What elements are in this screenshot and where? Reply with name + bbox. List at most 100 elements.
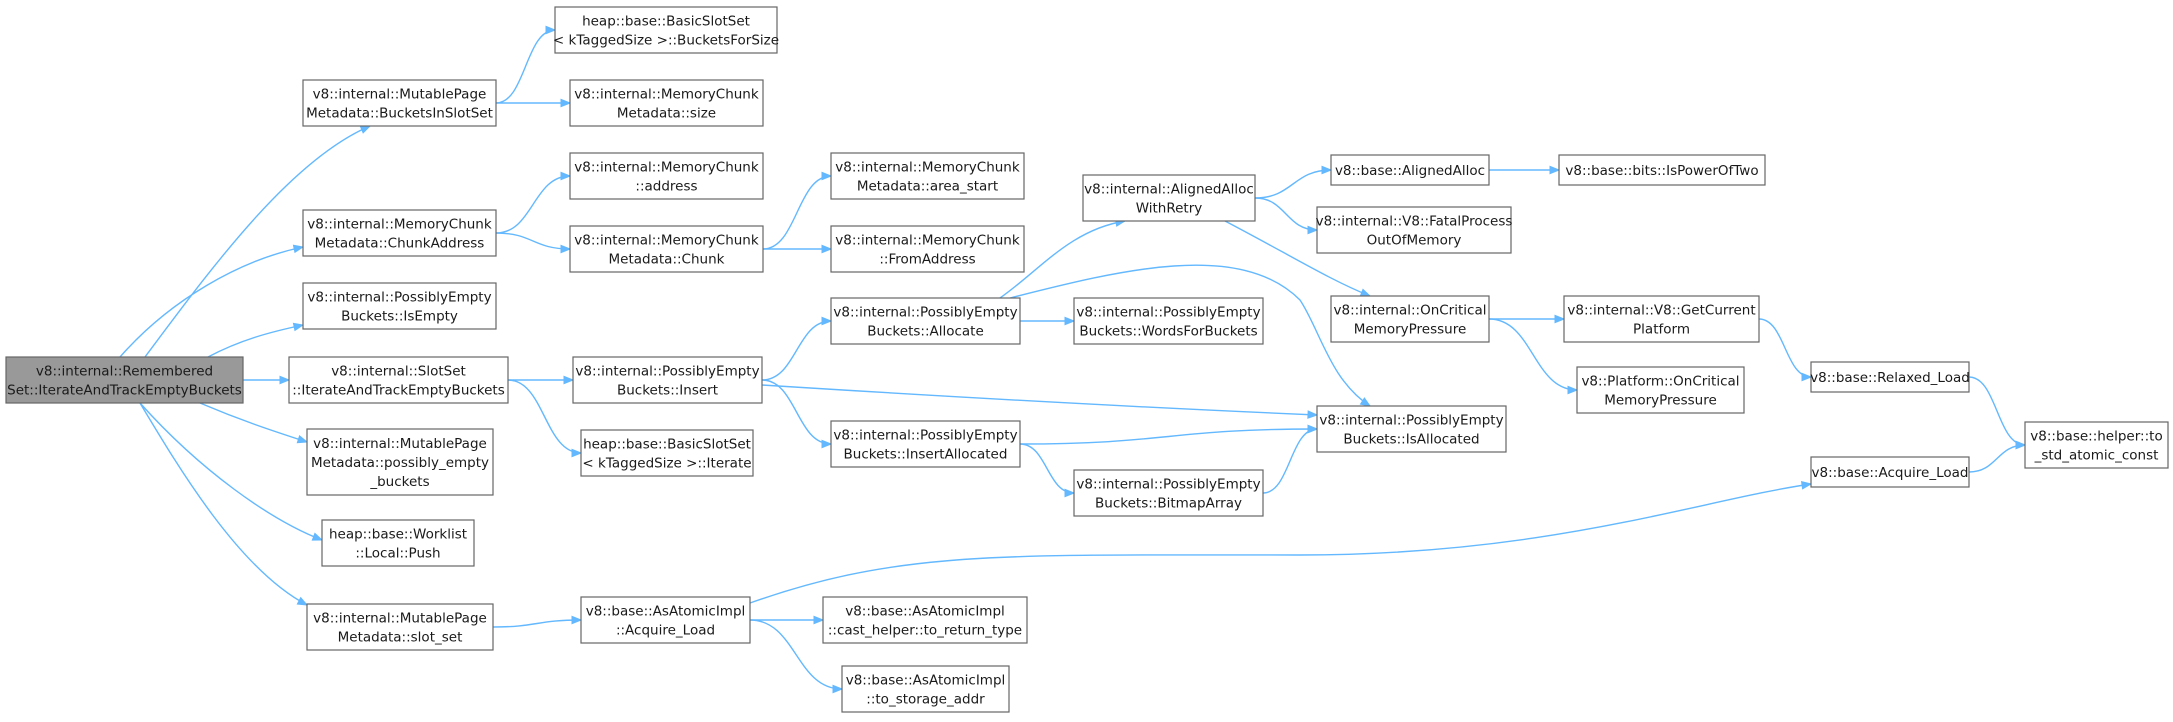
node-aai_to_storage[interactable]: v8::base::AsAtomicImpl::to_storage_addr bbox=[841, 665, 1010, 713]
arrowhead-icon bbox=[1321, 165, 1333, 175]
node-box bbox=[2024, 421, 2169, 469]
arrowhead-icon bbox=[813, 615, 825, 625]
arrowhead-icon bbox=[1307, 410, 1319, 419]
edge-line bbox=[495, 175, 571, 234]
edge-line bbox=[207, 324, 304, 358]
node-peb_insertallocated[interactable]: v8::internal::PossiblyEmptyBuckets::Inse… bbox=[830, 420, 1021, 468]
node-bss_iterate[interactable]: heap::base::BasicSlotSet< kTaggedSize >:… bbox=[580, 429, 754, 477]
node-peb_allocate[interactable]: v8::internal::PossiblyEmptyBuckets::Allo… bbox=[830, 297, 1021, 345]
node-label-line: v8::base::AsAtomicImpl bbox=[846, 673, 1006, 689]
node-box bbox=[302, 282, 497, 330]
edge-peb_insert-to-peb_isallocated bbox=[761, 384, 1319, 419]
node-label-line: heap::base::BasicSlotSet bbox=[583, 437, 751, 453]
node-peb_isempty[interactable]: v8::internal::PossiblyEmptyBuckets::IsEm… bbox=[302, 282, 497, 330]
node-peb_insert[interactable]: v8::internal::PossiblyEmptyBuckets::Inse… bbox=[572, 356, 763, 404]
node-peb_wordsforbuckets[interactable]: v8::internal::PossiblyEmptyBuckets::Word… bbox=[1073, 297, 1264, 345]
node-label-line: v8::base::AlignedAlloc bbox=[1335, 163, 1485, 179]
node-box bbox=[1563, 295, 1760, 343]
node-label-line: v8::internal::OnCritical bbox=[1334, 303, 1487, 319]
node-mp_slot_set[interactable]: v8::internal::MutablePageMetadata::slot_… bbox=[306, 603, 494, 651]
node-worklist_push[interactable]: heap::base::Worklist::Local::Push bbox=[321, 519, 475, 567]
node-box bbox=[822, 596, 1028, 644]
node-mc_address[interactable]: v8::internal::MemoryChunk::address bbox=[569, 152, 764, 200]
node-slotset_iterate[interactable]: v8::internal::SlotSet::IterateAndTrackEm… bbox=[288, 356, 509, 404]
edge-slotset_iterate-to-bss_iterate bbox=[507, 379, 583, 458]
node-label-line: heap::base::BasicSlotSet bbox=[582, 14, 750, 30]
node-peb_isallocated[interactable]: v8::internal::PossiblyEmptyBuckets::IsAl… bbox=[1316, 405, 1507, 453]
arrowhead-icon bbox=[1307, 424, 1319, 434]
node-label-line: v8::internal::PossiblyEmpty bbox=[1076, 477, 1260, 493]
node-label-line: Metadata::ChunkAddress bbox=[315, 236, 485, 252]
arrowhead-icon bbox=[821, 316, 833, 326]
edge-root-to-worklist_push bbox=[139, 402, 324, 541]
arrowhead-icon bbox=[292, 322, 305, 332]
edge-aligned_alloc_retry-to-base_alignedalloc bbox=[1254, 165, 1333, 199]
edge-line bbox=[761, 379, 832, 445]
node-mp_bucketsinslotset[interactable]: v8::internal::MutablePageMetadata::Bucke… bbox=[302, 79, 497, 127]
edge-line bbox=[1254, 169, 1332, 199]
edge-oncritical_mem-to-platform_oncritical bbox=[1488, 318, 1579, 395]
node-relaxed_load[interactable]: v8::base::Relaxed_Load bbox=[1810, 361, 1970, 393]
edge-line bbox=[144, 125, 371, 358]
node-label-line: v8::internal::Remembered bbox=[36, 364, 213, 380]
arrowhead-icon bbox=[1359, 397, 1372, 407]
edge-aligned_alloc_retry-to-v8_fatal bbox=[1254, 197, 1319, 235]
node-box bbox=[569, 225, 764, 273]
edge-acquire_load-to-to_std_atomic_const bbox=[1968, 440, 2027, 473]
edge-aai_acquire_load-to-aai_to_storage bbox=[749, 619, 844, 694]
node-box bbox=[580, 429, 754, 477]
edge-relaxed_load-to-to_std_atomic_const bbox=[1968, 376, 2027, 450]
edges-layer bbox=[119, 25, 2027, 694]
node-label-line: Buckets::BitmapArray bbox=[1095, 496, 1242, 512]
node-box bbox=[569, 79, 764, 127]
node-bss_bucketsforsize[interactable]: heap::base::BasicSlotSet< kTaggedSize >:… bbox=[553, 6, 779, 54]
node-ispoweroftwo[interactable]: v8::base::bits::IsPowerOfTwo bbox=[1558, 154, 1766, 186]
node-box bbox=[1073, 297, 1264, 345]
edge-line bbox=[1968, 444, 2026, 473]
edge-mp_bucketsinslotset-to-bss_bucketsforsize bbox=[495, 25, 557, 104]
node-mc_fromaddress[interactable]: v8::internal::MemoryChunk::FromAddress bbox=[830, 225, 1025, 273]
edge-root-to-slotset_iterate bbox=[242, 375, 291, 385]
node-label-line: Buckets::IsEmpty bbox=[341, 309, 458, 325]
node-to_std_atomic_const[interactable]: v8::base::helper::to_std_atomic_const bbox=[2024, 421, 2169, 469]
edge-line bbox=[1254, 197, 1318, 231]
node-mc_chunkaddress[interactable]: v8::internal::MemoryChunkMetadata::Chunk… bbox=[302, 209, 497, 257]
edge-line bbox=[1968, 376, 2026, 446]
node-mc_area_start[interactable]: v8::internal::MemoryChunkMetadata::area_… bbox=[830, 152, 1025, 200]
edge-line bbox=[999, 220, 1126, 299]
node-label-line: v8::base::bits::IsPowerOfTwo bbox=[1565, 163, 1758, 179]
arrowhead-icon bbox=[311, 532, 324, 541]
node-base_alignedalloc[interactable]: v8::base::AlignedAlloc bbox=[1330, 154, 1490, 186]
edge-line bbox=[1019, 428, 1318, 445]
node-peb_bitmaparray[interactable]: v8::internal::PossiblyEmptyBuckets::Bitm… bbox=[1073, 469, 1264, 517]
node-box bbox=[1558, 154, 1766, 186]
node-box bbox=[1330, 154, 1490, 186]
node-label-line: OutOfMemory bbox=[1367, 233, 1462, 249]
edge-line bbox=[1262, 428, 1318, 494]
node-mp_possibly_empty[interactable]: v8::internal::MutablePageMetadata::possi… bbox=[306, 428, 494, 496]
node-acquire_load[interactable]: v8::base::Acquire_Load bbox=[1810, 456, 1970, 488]
node-v8_fatal[interactable]: v8::internal::V8::FatalProcessOutOfMemor… bbox=[1316, 206, 1513, 254]
node-aai_cast_helper[interactable]: v8::base::AsAtomicImpl::cast_helper::to_… bbox=[822, 596, 1028, 644]
node-box bbox=[830, 225, 1025, 273]
node-label-line: v8::internal::AlignedAlloc bbox=[1084, 182, 1254, 198]
node-label-line: v8::base::AsAtomicImpl bbox=[845, 604, 1005, 620]
node-label-line: ::FromAddress bbox=[879, 252, 975, 268]
node-box bbox=[569, 152, 764, 200]
node-box bbox=[1316, 206, 1512, 254]
edge-peb_bitmaparray-to-peb_isallocated bbox=[1262, 424, 1319, 494]
node-box bbox=[5, 356, 244, 404]
node-label-line: ::Local::Push bbox=[355, 546, 440, 562]
node-root[interactable]: v8::internal::RememberedSet::IterateAndT… bbox=[5, 356, 244, 404]
edge-slotset_iterate-to-peb_insert bbox=[507, 375, 575, 385]
arrowhead-icon bbox=[1554, 314, 1566, 324]
node-aai_acquire_load[interactable]: v8::base::AsAtomicImpl::Acquire_Load bbox=[580, 596, 751, 644]
edge-mp_slot_set-to-aai_acquire_load bbox=[492, 615, 583, 628]
node-label-line: v8::internal::PossiblyEmpty bbox=[575, 364, 759, 380]
